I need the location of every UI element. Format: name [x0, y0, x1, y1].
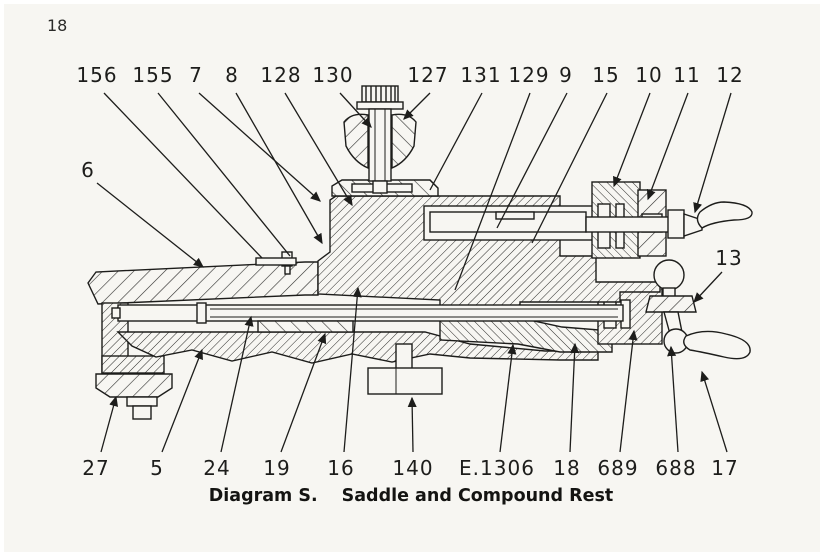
part-label-129: 129: [508, 63, 550, 87]
leader-156: [103, 92, 263, 259]
cross-feed-handle-assembly: [645, 259, 751, 360]
leader-e1306: [499, 343, 517, 453]
part-label-131: 131: [460, 63, 502, 87]
part-label-18: 18: [553, 456, 581, 480]
leader-10: [613, 92, 651, 188]
clamp-bolt-head: [132, 405, 152, 420]
cross-feed-nut: [257, 320, 354, 333]
part-label-24: 24: [203, 456, 231, 480]
clamp-lug-right: [391, 113, 417, 170]
diagram-caption: Diagram S. Saddle and Compound Rest: [209, 486, 614, 506]
cross-feed-rod: [117, 304, 624, 322]
leader-5: [161, 348, 203, 453]
leader-12: [693, 92, 732, 214]
lower-crank-handle: [683, 330, 751, 360]
bolt-knurled-head: [361, 85, 399, 103]
part-label-155: 155: [132, 63, 174, 87]
part-label-156: 156: [76, 63, 118, 87]
caption-title: Saddle and Compound Rest: [341, 486, 614, 506]
leader-688: [667, 345, 679, 453]
part-label-13: 13: [715, 246, 743, 270]
part-label-130: 130: [312, 63, 354, 87]
leader-140: [407, 396, 417, 453]
leader-131: [429, 92, 483, 191]
bracket-bar: [367, 367, 443, 395]
part-label-17: 17: [711, 456, 739, 480]
balance-ball-knob: [653, 259, 685, 291]
compound-feed-screw-assembly: [429, 181, 753, 259]
leader-18: [569, 342, 580, 453]
handle-retaining-nut: [667, 209, 685, 239]
leader-11: [646, 92, 689, 201]
bolt-shaft: [368, 108, 392, 182]
upper-crank-handle: [696, 201, 753, 229]
part-label-12: 12: [716, 63, 744, 87]
leader-8: [235, 92, 323, 245]
bolt-tip: [372, 180, 388, 194]
leader-9: [496, 92, 568, 229]
part-label-127: 127: [407, 63, 449, 87]
part-label-6: 6: [81, 158, 95, 182]
part-label-10: 10: [635, 63, 663, 87]
rod-left-cap: [111, 307, 121, 319]
part-label-8: 8: [225, 63, 239, 87]
leader-7: [198, 92, 321, 202]
part-label-688: 688: [655, 456, 697, 480]
part-label-16: 16: [327, 456, 355, 480]
part-label-15: 15: [592, 63, 620, 87]
feed-screw-journal: [585, 216, 673, 233]
saddle-top-wing: [87, 261, 319, 305]
part-label-27: 27: [82, 456, 110, 480]
part-label-19: 19: [263, 456, 291, 480]
leader-15: [531, 92, 608, 244]
bolt-flange: [356, 101, 404, 110]
leader-689: [619, 329, 638, 453]
page-number: 18: [47, 16, 68, 35]
crank-boss: [645, 295, 697, 313]
leader-16: [343, 286, 362, 453]
feed-screw-keyway: [495, 211, 535, 220]
swivel-gib-strip: [255, 257, 297, 266]
leader-27: [100, 395, 118, 453]
clamp-bolt-washer: [126, 396, 158, 407]
gib-screw-tip: [284, 265, 291, 275]
clamp-lug-left: [343, 113, 369, 170]
leader-155: [157, 92, 291, 257]
leader-24: [220, 315, 254, 453]
part-label-140: 140: [392, 456, 434, 480]
part-label-e1306: E.1306: [459, 456, 535, 480]
caption-diagram-label: Diagram S.: [208, 486, 318, 506]
swivel-clamp-bolt: [343, 85, 417, 194]
leader-19: [280, 332, 327, 453]
saddle-clamp-plate: [95, 373, 173, 398]
saddle-left-step: [101, 355, 165, 374]
part-label-11: 11: [673, 63, 701, 87]
leader-128: [284, 92, 353, 207]
part-label-9: 9: [559, 63, 573, 87]
leader-13: [693, 271, 723, 303]
part-label-689: 689: [597, 456, 639, 480]
part-label-128: 128: [260, 63, 302, 87]
leader-130: [339, 92, 372, 128]
leader-129: [454, 92, 531, 291]
leader-127: [403, 92, 431, 120]
part-label-7: 7: [189, 63, 203, 87]
rod-collar: [196, 302, 207, 324]
apron-bracket: [367, 343, 443, 395]
part-label-5: 5: [150, 456, 164, 480]
bracket-stem: [395, 343, 413, 371]
leader-6: [96, 182, 205, 268]
leader-17: [700, 370, 728, 453]
cross-feed-screw: [111, 302, 624, 333]
leader-lines: [96, 92, 732, 453]
